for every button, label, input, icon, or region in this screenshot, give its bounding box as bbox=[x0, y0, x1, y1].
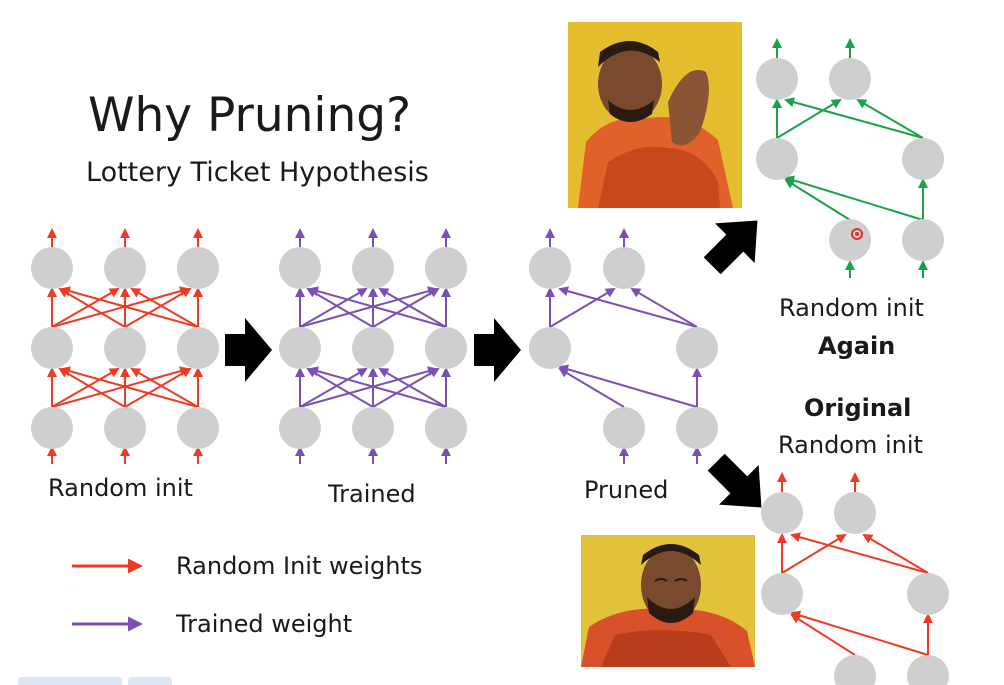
label-random-init-again-1: Random init bbox=[779, 294, 924, 322]
network-trained bbox=[279, 228, 467, 464]
disapprove-meme-photo bbox=[568, 22, 742, 208]
network-random-init bbox=[31, 228, 219, 464]
label-random-init: Random init bbox=[48, 474, 193, 502]
legend-trained-weight: Trained weight bbox=[176, 610, 353, 638]
bottom-tab[interactable] bbox=[128, 677, 172, 685]
label-trained: Trained bbox=[328, 480, 416, 508]
network-original-random-init bbox=[761, 472, 949, 685]
block-arrow-icon bbox=[703, 220, 758, 275]
label-random-init-again-2: Again bbox=[818, 332, 896, 360]
label-original-1: Original bbox=[804, 394, 912, 422]
approve-meme-photo bbox=[581, 535, 755, 667]
network-random-init-again bbox=[756, 38, 944, 278]
slide-subtitle: Lottery Ticket Hypothesis bbox=[86, 157, 429, 188]
slide-title: Why Pruning? bbox=[88, 88, 412, 143]
label-original-2: Random init bbox=[778, 431, 923, 459]
label-pruned: Pruned bbox=[584, 476, 669, 504]
legend-random-init-weights: Random Init weights bbox=[176, 552, 423, 580]
block-arrow-icon bbox=[225, 318, 272, 382]
bottom-tab[interactable] bbox=[18, 677, 122, 685]
block-arrow-icon bbox=[474, 318, 521, 382]
network-pruned bbox=[529, 228, 718, 464]
block-arrow-icon bbox=[707, 453, 762, 508]
